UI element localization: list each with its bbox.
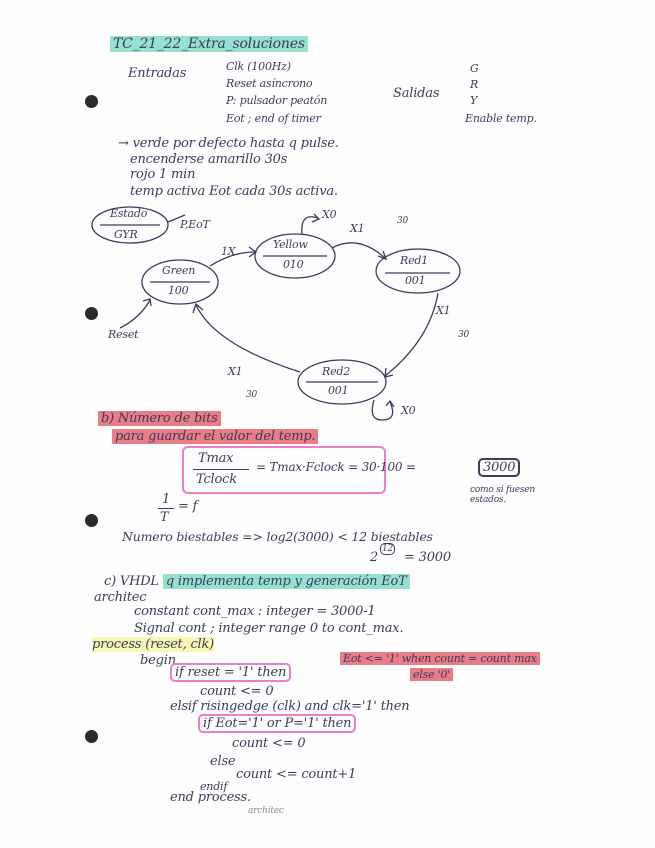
reset-label: Reset: [108, 328, 139, 341]
code-line-15: architec: [248, 806, 284, 816]
code-line-10: count <= 0: [232, 736, 306, 751]
part-c-heading-b: q implementa temp y generación EoT: [162, 574, 410, 589]
formula-text: = Tmax·Fclock = 30·100 =: [256, 460, 416, 474]
inv-eq: = f: [178, 499, 198, 514]
transition-red2-self: X0: [401, 404, 416, 417]
code-line-9: if Eot='1' or P='1' then: [198, 714, 357, 733]
part-b-heading-b: para guardar el valor del temp.: [112, 429, 319, 444]
state-green-name: Green: [162, 264, 196, 277]
pow-eq: = 3000: [404, 550, 451, 565]
transition-yellow-red1-time: 30: [397, 216, 409, 226]
transition-red1-red2-time: 30: [458, 330, 470, 340]
code-line-1: architec: [94, 590, 147, 605]
pow-exp: 12: [380, 543, 396, 555]
frac-den: Tclock: [196, 472, 237, 487]
code-line-9-text: if Eot='1' or P='1' then: [198, 714, 357, 733]
punch-hole-3: [85, 514, 98, 527]
side-note-a-text: Eot <= '1' when count = count max: [340, 652, 540, 665]
code-line-11: else: [210, 754, 236, 769]
frac-bar: [193, 469, 249, 470]
salida-y: Y: [470, 94, 478, 107]
state-yellow-name: Yellow: [273, 238, 308, 251]
formula-box: [182, 446, 386, 494]
biestables-text: Numero biestables => log2(3000) < 12 bie…: [122, 529, 433, 544]
salida-g: G: [470, 62, 479, 75]
transition-red2-green: X1: [228, 365, 243, 378]
salida-r: R: [470, 78, 479, 91]
code-line-7: count <= 0: [200, 684, 274, 699]
pow-base: 2: [370, 550, 379, 565]
entrada-reset: Reset asíncrono: [226, 77, 313, 90]
part-b-heading-a: b) Número de bits: [98, 411, 221, 426]
side-note-a: Eot <= '1' when count = count max: [340, 652, 540, 665]
state-yellow-code: 010: [283, 258, 304, 271]
transition-green-yellow: 1X: [221, 245, 236, 258]
inv-bar: [158, 508, 174, 509]
inv-den: T: [160, 510, 169, 525]
side-note-b: else '0': [410, 668, 454, 681]
code-line-6: if reset = '1' then: [170, 663, 292, 682]
transition-red1-red2: X1: [436, 304, 451, 317]
entrada-eot: Eot ; end of timer: [226, 112, 321, 125]
part-b-heading-b-text: para guardar el valor del temp.: [112, 429, 319, 444]
part-c-heading-a: c) VHDL: [104, 574, 159, 589]
transition-red2-green-time: 30: [246, 390, 258, 400]
note-line-2: encenderse amarillo 30s: [130, 152, 288, 167]
note-line-4: temp activa Eot cada 30s activa.: [130, 184, 338, 199]
state-red1-code: 001: [405, 274, 426, 287]
formula-result: 3000: [478, 458, 521, 477]
frac-num: Tmax: [198, 451, 234, 466]
transition-yellow-red1: X1: [350, 222, 365, 235]
legend-code: GYR: [114, 228, 138, 241]
legend-inputs: P,EoT: [180, 218, 210, 231]
state-red2-code: 001: [328, 384, 349, 397]
code-line-4: process (reset, clk): [92, 637, 214, 652]
part-c-heading: c) VHDL q implementa temp y generación E…: [104, 574, 410, 589]
legend-state: Estado: [110, 207, 148, 220]
entrada-pulsador: P: pulsador peatón: [226, 94, 328, 107]
inv-num: 1: [162, 492, 171, 507]
page-title: TC_21_22_Extra_soluciones: [110, 36, 308, 52]
code-line-4-text: process (reset, clk): [92, 637, 215, 652]
formula-aside: como si fuesen estados.: [470, 485, 536, 505]
punch-hole-4: [85, 730, 98, 743]
punch-hole-1: [85, 95, 98, 108]
code-line-14: end process.: [170, 790, 251, 805]
salidas-label: Salidas: [393, 86, 440, 101]
salida-enable: Enable temp.: [465, 112, 537, 125]
note-line-3: rojo 1 min: [130, 167, 196, 182]
side-note-b-text: else '0': [410, 668, 454, 681]
punch-hole-2: [85, 307, 98, 320]
note-line-1: → verde por defecto hasta q pulse.: [118, 136, 339, 151]
transition-yellow-self: X0: [322, 208, 337, 221]
entradas-label: Entradas: [128, 66, 187, 81]
state-red2-name: Red2: [322, 365, 351, 378]
state-green-code: 100: [168, 284, 189, 297]
code-line-6-text: if reset = '1' then: [170, 663, 292, 682]
state-red1-name: Red1: [400, 254, 429, 267]
code-line-3: Signal cont ; integer range 0 to cont_ma…: [134, 621, 404, 636]
code-line-13: endif: [200, 780, 228, 793]
part-b-heading-a-text: b) Número de bits: [98, 411, 221, 426]
code-line-12: count <= count+1: [236, 767, 357, 782]
code-line-2: constant cont_max : integer = 3000-1: [134, 604, 376, 619]
code-line-8: elsif risingedge (clk) and clk='1' then: [170, 699, 410, 714]
entrada-clk: Clk (100Hz): [226, 60, 291, 73]
code-line-5: begin: [140, 653, 176, 668]
